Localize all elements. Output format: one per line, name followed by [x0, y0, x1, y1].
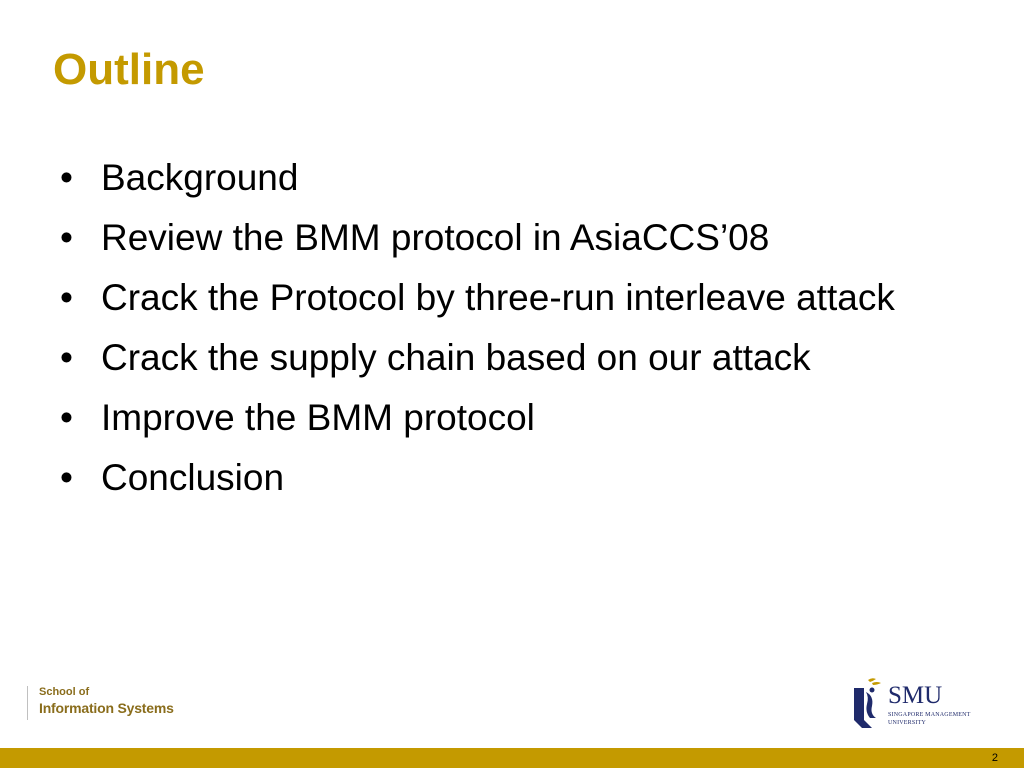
logo-subtitle: SINGAPORE MANAGEMENT UNIVERSITY	[888, 712, 971, 726]
slide-title: Outline	[53, 45, 205, 94]
bullet-marker: •	[60, 277, 73, 318]
school-name-label: Information Systems	[39, 700, 174, 716]
bullet-item: • Crack the Protocol by three-run interl…	[56, 272, 966, 324]
bullet-text: Conclusion	[101, 457, 285, 498]
logo-abbreviation: SMU	[888, 682, 943, 709]
bullet-item: • Conclusion	[56, 452, 966, 504]
bullet-text: Improve the BMM protocol	[101, 397, 535, 438]
bullet-marker: •	[60, 157, 73, 198]
bullet-item: • Review the BMM protocol in AsiaCCS’08	[56, 212, 966, 264]
bullet-text: Review the BMM protocol in AsiaCCS’08	[101, 217, 770, 258]
bullet-marker: •	[60, 217, 73, 258]
smu-crest-icon	[854, 678, 881, 728]
bullet-marker: •	[60, 337, 73, 378]
bullet-item: • Background	[56, 152, 966, 204]
bullet-text: Crack the Protocol by three-run interlea…	[101, 277, 895, 318]
bullet-text: Crack the supply chain based on our atta…	[101, 337, 811, 378]
smu-logo: SMU SINGAPORE MANAGEMENT UNIVERSITY	[850, 676, 980, 732]
bullet-item: • Improve the BMM protocol	[56, 392, 966, 444]
bullet-text: Background	[101, 157, 299, 198]
bullet-marker: •	[60, 397, 73, 438]
school-of-label: School of	[39, 686, 90, 698]
bullet-marker: •	[60, 457, 73, 498]
bullet-item: • Crack the supply chain based on our at…	[56, 332, 966, 384]
school-wordmark: School of Information Systems	[27, 686, 174, 720]
page-number: 2	[991, 752, 998, 764]
bullet-list: • Background • Review the BMM protocol i…	[56, 152, 966, 512]
bottom-accent-bar: 2	[0, 748, 1024, 768]
